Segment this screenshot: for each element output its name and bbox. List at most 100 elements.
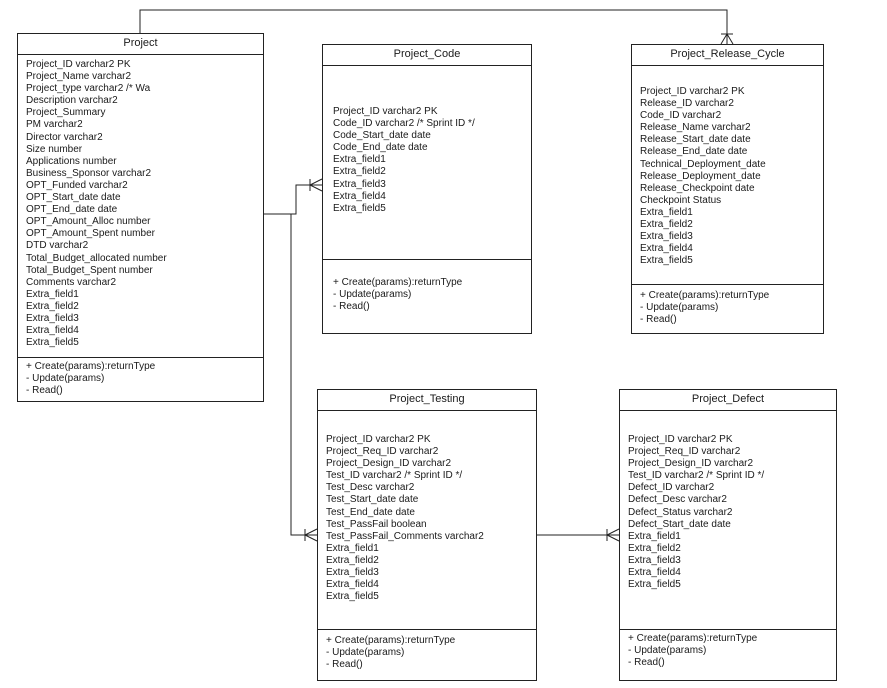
attribute-line: Comments varchar2 — [26, 276, 117, 288]
attribute-line: Extra_field2 — [628, 542, 681, 554]
attribute-line: Project_ID varchar2 PK — [26, 59, 131, 70]
operation-line: - Update(params) — [326, 647, 405, 658]
attribute-line: OPT_Start_date date — [26, 192, 121, 204]
attribute-line: Project_Req_ID varchar2 — [628, 446, 741, 458]
attribute-line: Test_End_date date — [326, 506, 415, 518]
attribute-line: Release_Checkpoint date — [640, 182, 755, 194]
operation-line: - Read() — [26, 385, 63, 396]
attribute-line: OPT_Amount_Alloc number — [26, 216, 151, 228]
attribute-line: Test_ID varchar2 /* Sprint ID */ — [628, 470, 765, 482]
attribute-line: Test_Start_date date — [326, 494, 419, 506]
attribute-line: OPT_End_date date — [26, 204, 118, 216]
operation-line: + Create(params):returnType — [326, 635, 456, 646]
attribute-line: Project_Design_ID varchar2 — [628, 458, 754, 470]
attribute-line: Extra_field3 — [640, 231, 693, 243]
attribute-line: Checkpoint Status — [640, 194, 722, 206]
attribute-line: PM varchar2 — [26, 119, 83, 131]
connector-project-code — [263, 184, 322, 215]
project-release-cycle-operations: + Create(params):returnType- Update(para… — [632, 284, 823, 326]
attribute-line: Extra_field3 — [628, 554, 681, 566]
connector-project-testing — [263, 213, 317, 536]
project-code-title: Project_Code — [323, 45, 531, 66]
operation-line: - Read() — [333, 301, 370, 312]
attribute-line: Release_ID varchar2 — [640, 98, 734, 110]
attribute-line: Extra_field4 — [628, 567, 681, 579]
operation-line: - Read() — [640, 314, 677, 325]
attribute-line: Extra_field3 — [26, 312, 79, 324]
attribute-line: Size number — [26, 143, 83, 155]
attribute-line: Director varchar2 — [26, 131, 103, 143]
attribute-line: Extra_field2 — [326, 554, 379, 566]
operation-line: - Update(params) — [628, 645, 707, 656]
attribute-line: Extra_field4 — [326, 579, 379, 591]
attribute-line: Project_ID varchar2 PK — [628, 434, 733, 445]
attribute-line: Project_Name varchar2 — [26, 71, 132, 83]
attribute-line: Extra_field5 — [628, 579, 681, 591]
attribute-line: Code_ID varchar2 — [640, 110, 722, 122]
operation-line: - Update(params) — [26, 373, 105, 384]
attribute-line: Defect_ID varchar2 — [628, 482, 715, 494]
operation-line: - Read() — [628, 657, 665, 668]
attribute-line: Release_Start_date date — [640, 134, 751, 146]
attribute-line: Extra_field5 — [26, 337, 79, 349]
attribute-line: DTD varchar2 — [26, 240, 89, 252]
attribute-line: Test_PassFail boolean — [326, 518, 427, 530]
attribute-line: Extra_field1 — [333, 154, 386, 166]
attribute-line: Technical_Deployment_date — [640, 158, 766, 170]
attribute-line: Project_ID varchar2 PK — [640, 86, 745, 97]
attribute-line: Extra_field5 — [333, 202, 386, 214]
attribute-line: Description varchar2 — [26, 95, 118, 107]
attribute-line: Release_Deployment_date — [640, 170, 761, 182]
attribute-line: Applications number — [26, 155, 117, 167]
attribute-line: Total_Budget_allocated number — [26, 252, 167, 264]
attribute-line: Extra_field5 — [640, 255, 693, 267]
project-code-class[interactable]: Project_Code Project_ID varchar2 PK Code_… — [322, 44, 532, 334]
attribute-line: Project_Req_ID varchar2 — [326, 446, 439, 458]
project-testing-title: Project_Testing — [318, 390, 536, 411]
attribute-line: Release_End_date date — [640, 146, 748, 158]
connector-project-release-cycle — [139, 9, 728, 44]
attribute-line: Test_Desc varchar2 — [326, 482, 415, 494]
project-testing-operations: + Create(params):returnType- Update(para… — [318, 629, 536, 671]
attribute-line: Extra_field3 — [326, 567, 379, 579]
attribute-line: Code_End_date date — [333, 142, 428, 154]
project-operations: + Create(params):returnType- Update(para… — [18, 357, 263, 397]
attribute-line: Defect_Desc varchar2 — [628, 494, 727, 506]
project-code-operations: + Create(params):returnType- Update(para… — [323, 259, 531, 313]
attribute-line: Test_PassFail_Comments varchar2 — [326, 530, 484, 542]
attribute-line: Extra_field4 — [26, 325, 79, 337]
attribute-line: Extra_field3 — [333, 178, 386, 190]
attribute-line: Defect_Status varchar2 — [628, 506, 733, 518]
attribute-line: Extra_field4 — [333, 190, 386, 202]
operation-line: + Create(params):returnType — [26, 361, 156, 372]
attribute-line: OPT_Funded varchar2 — [26, 179, 128, 191]
operation-line: + Create(params):returnType — [628, 633, 758, 644]
attribute-line: Total_Budget_Spent number — [26, 264, 153, 276]
attribute-line: Release_Name varchar2 — [640, 122, 751, 134]
attribute-line: Extra_field1 — [326, 542, 379, 554]
attribute-line: Extra_field1 — [628, 530, 681, 542]
project-release-cycle-title: Project_Release_Cycle — [632, 45, 823, 66]
attribute-line: Extra_field2 — [640, 219, 693, 231]
attribute-line: Extra_field1 — [640, 206, 693, 218]
project-defect-operations: + Create(params):returnType- Update(para… — [620, 629, 836, 669]
attribute-line: Extra_field2 — [26, 300, 79, 312]
attribute-line: Extra_field4 — [640, 243, 693, 255]
attribute-line: Project_type varchar2 /* Wa — [26, 83, 151, 95]
attribute-line: Business_Sponsor varchar2 — [26, 167, 152, 179]
project-release-cycle-class[interactable]: Project_Release_Cycle Project_ID varchar… — [631, 44, 824, 334]
attribute-line: Code_Start_date date — [333, 130, 431, 142]
attribute-line: Project_ID varchar2 PK — [333, 106, 438, 117]
attribute-line: Extra_field2 — [333, 166, 386, 178]
attribute-line: Project_Design_ID varchar2 — [326, 458, 452, 470]
attribute-line: Test_ID varchar2 /* Sprint ID */ — [326, 470, 463, 482]
operation-line: + Create(params):returnType — [333, 277, 463, 288]
